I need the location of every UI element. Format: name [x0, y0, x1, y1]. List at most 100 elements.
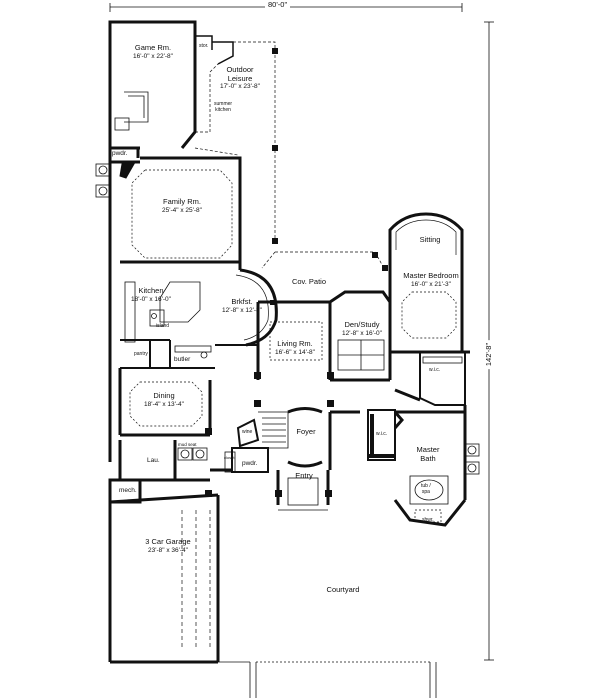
den-study-name: Den/Study	[344, 320, 380, 329]
shower-label: shwr.	[422, 517, 434, 523]
master-bedroom-walls	[388, 248, 470, 354]
wic-south-walls	[367, 409, 396, 461]
den-study-walls	[329, 290, 392, 382]
covered-patio-label: Cov. Patio	[284, 277, 334, 287]
tub-spa	[409, 475, 449, 505]
entry-label: Entry	[288, 471, 320, 481]
game-room-size: 16'-0" x 22'-8"	[133, 52, 173, 60]
covered-patio-outline	[261, 251, 386, 271]
kitchen-size: 18'-0" x 16'-0"	[131, 295, 171, 303]
family-room-size: 25'-4" x 25'-8"	[162, 206, 202, 214]
butler-label: butler	[174, 356, 191, 363]
garage-walls	[108, 493, 220, 664]
breakfast-label: Brkfst. 12'-8" x 12'-8"	[218, 297, 266, 314]
kitchen-island	[124, 281, 201, 343]
breakfast-name: Brkfst.	[231, 297, 253, 306]
dining-room-label: Dining 18'-4" x 13'-4"	[126, 391, 202, 408]
outdoor-leisure-size: 17'-0" x 23'-8"	[220, 83, 260, 91]
wine-room-walls	[236, 418, 260, 448]
interior-walls	[210, 388, 421, 472]
living-room-size: 16'-6" x 14'-8"	[275, 348, 315, 356]
dining-walls	[118, 368, 212, 437]
outdoor-leisure-outline	[194, 41, 276, 238]
summer-kitchen-line2: kitchen	[215, 106, 231, 113]
game-room-name: Game Rm.	[134, 43, 172, 52]
powder-room-south-walls	[224, 447, 269, 473]
master-bedroom-ceiling-detail	[401, 291, 457, 339]
island-label: island	[156, 323, 170, 329]
family-room-label: Family Rm. 25'-4" x 25'-8"	[144, 197, 220, 214]
powder-room-north-walls	[108, 148, 140, 178]
kitchen-name: Kitchen	[138, 286, 164, 295]
sitting-name: Sitting	[419, 235, 441, 244]
mud-seat-label: mud seat	[178, 442, 197, 447]
foyer-label: Foyer	[290, 427, 322, 437]
master-bath-name-line2: Bath	[420, 453, 436, 463]
family-room-name: Family Rm.	[163, 197, 201, 206]
garage-name: 3 Car Garage	[145, 537, 191, 546]
game-room-walls	[108, 20, 197, 150]
outdoor-leisure-name-line1: Outdoor	[226, 65, 254, 74]
dining-room-name: Dining	[153, 391, 175, 400]
master-bedroom-label: Master Bedroom 16'-0" x 21'-3"	[398, 271, 464, 288]
master-bedroom-name: Master Bedroom	[403, 271, 459, 280]
summer-kitchen-label: summer kitchen	[214, 101, 233, 114]
dining-room-size: 18'-4" x 13'-4"	[144, 400, 184, 408]
breakfast-bay-glazing	[235, 274, 269, 341]
storage-closet	[195, 35, 234, 65]
covered-patio-name: Cov. Patio	[291, 277, 327, 286]
overall-width-label: 80'-0"	[265, 0, 291, 9]
living-room-label: Living Rm. 16'-6" x 14'-8"	[262, 339, 328, 356]
dining-ceiling-detail	[129, 381, 203, 427]
outdoor-leisure-columns	[272, 48, 278, 244]
interior-columns	[205, 300, 334, 497]
foyer-curved-walls	[287, 407, 323, 468]
fireplace-north	[119, 163, 135, 179]
game-room-label: Game Rm. 16'-0" x 22'-8"	[118, 43, 188, 60]
pantry-label: pantry	[134, 351, 148, 357]
sitting-label: Sitting	[412, 235, 448, 245]
outdoor-leisure-label: Outdoor Leisure 17'-0" x 23'-8"	[204, 65, 276, 91]
entry-columns	[275, 490, 332, 497]
family-room-ceiling-detail	[131, 169, 233, 259]
entry-name: Entry	[295, 471, 313, 480]
tub-spa-label: tub / spa	[421, 483, 431, 496]
living-room-name: Living Rm.	[277, 339, 313, 348]
butler-counter	[174, 345, 212, 359]
sitting-bay	[388, 212, 464, 260]
tub-spa-line2: spa	[421, 488, 430, 495]
front-walk	[218, 661, 437, 698]
overall-depth-label: 142'-8"	[484, 339, 494, 370]
closet-label: closet	[224, 455, 235, 460]
entry-porch	[287, 477, 319, 506]
breakfast-size: 12'-8" x 12'-8"	[222, 306, 262, 314]
summer-kitchen-line1: summer	[214, 101, 233, 107]
sitting-bay-glazing	[395, 219, 457, 255]
den-study-size: 12'-8" x 16'-0"	[342, 329, 382, 337]
wic-south-label: w.i.c.	[376, 431, 388, 437]
shower	[414, 509, 442, 523]
laundry-label: Lau.	[147, 457, 160, 464]
tub-spa-line1: tub /	[421, 483, 431, 489]
foyer-name: Foyer	[296, 427, 316, 436]
kitchen-label: Kitchen 18'-0" x 16'-0"	[120, 286, 182, 303]
kitchen-pantry-walls	[120, 339, 215, 369]
den-study-label: Den/Study 12'-8" x 16'-0"	[335, 320, 389, 337]
wic-north-label: w.i.c.	[429, 367, 441, 373]
courtyard-label: Courtyard	[326, 585, 360, 594]
living-room-ceiling-detail	[269, 321, 323, 361]
mech-room-label: mech.	[119, 487, 137, 494]
foyer-stair	[258, 411, 289, 449]
den-study-builtins	[337, 339, 385, 371]
master-bath-label: Master Bath	[408, 445, 448, 463]
master-bath-walls	[393, 405, 467, 527]
master-bath-name-line1: Master	[416, 445, 440, 454]
garage-door-lines	[181, 510, 211, 650]
patio-columns	[372, 252, 388, 271]
master-bedroom-size: 16'-0" x 21'-3"	[411, 280, 451, 288]
outdoor-leisure-name-line2: Leisure	[227, 73, 253, 83]
wic-north-walls	[419, 352, 466, 406]
wine-label: wine	[242, 429, 253, 435]
game-room-bar	[114, 91, 149, 131]
